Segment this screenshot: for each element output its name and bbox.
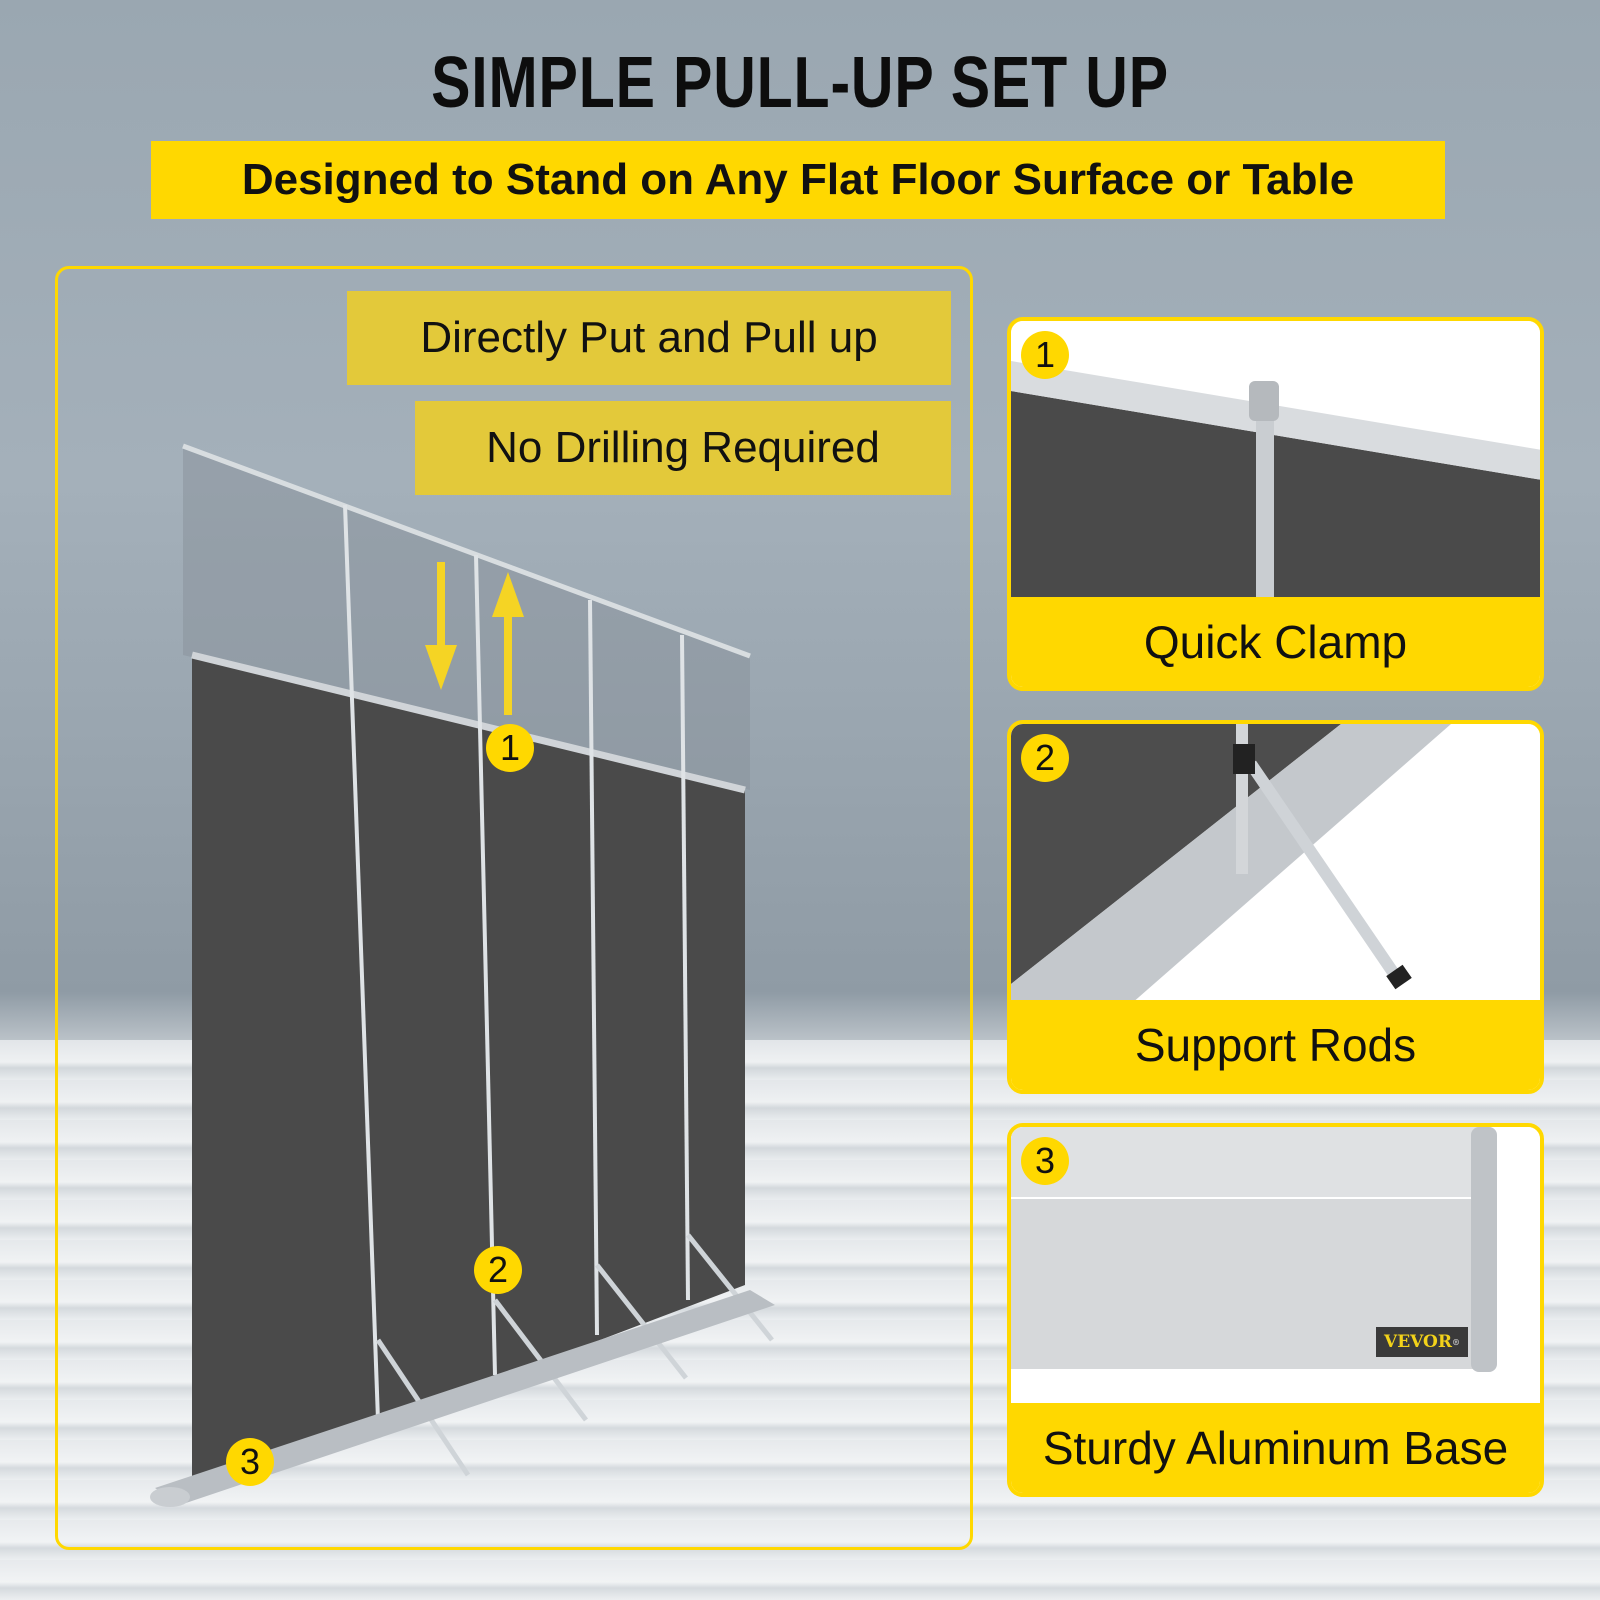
aluminum-base-photo: VEVOR® [1011, 1127, 1540, 1407]
feature-card-quick-clamp: 1 Quick Clamp [1007, 317, 1544, 691]
caption-support-rods: Support Rods [1011, 1000, 1540, 1090]
card-badge-2: 2 [1021, 734, 1069, 782]
vevor-logo: VEVOR® [1376, 1327, 1468, 1357]
card-badge-1: 1 [1021, 331, 1069, 379]
quick-clamp-photo [1011, 321, 1540, 601]
caption-quick-clamp: Quick Clamp [1011, 597, 1540, 687]
badge-support-rods: 2 [474, 1246, 522, 1294]
badge-aluminum-base: 3 [226, 1438, 274, 1486]
support-rods-photo [1011, 724, 1540, 1004]
subtitle-text: Designed to Stand on Any Flat Floor Surf… [241, 155, 1355, 204]
tag-directly-put: Directly Put and Pull up [347, 291, 951, 385]
feature-card-aluminum-base: VEVOR® 3 Sturdy Aluminum Base [1007, 1123, 1544, 1497]
banner-stand-illustration [150, 443, 775, 1507]
subtitle-banner: Designed to Stand on Any Flat Floor Surf… [151, 141, 1445, 219]
tag-no-drilling: No Drilling Required [415, 401, 951, 495]
badge-quick-clamp: 1 [486, 724, 534, 772]
main-illustration-panel [55, 266, 973, 1550]
arrow-up-icon [492, 572, 524, 715]
page-title: SIMPLE PULL-UP SET UP [431, 43, 1169, 123]
feature-card-support-rods: 2 Support Rods [1007, 720, 1544, 1094]
arrow-down-icon [425, 562, 457, 690]
caption-aluminum-base: Sturdy Aluminum Base [1011, 1403, 1540, 1493]
card-badge-3: 3 [1021, 1137, 1069, 1185]
